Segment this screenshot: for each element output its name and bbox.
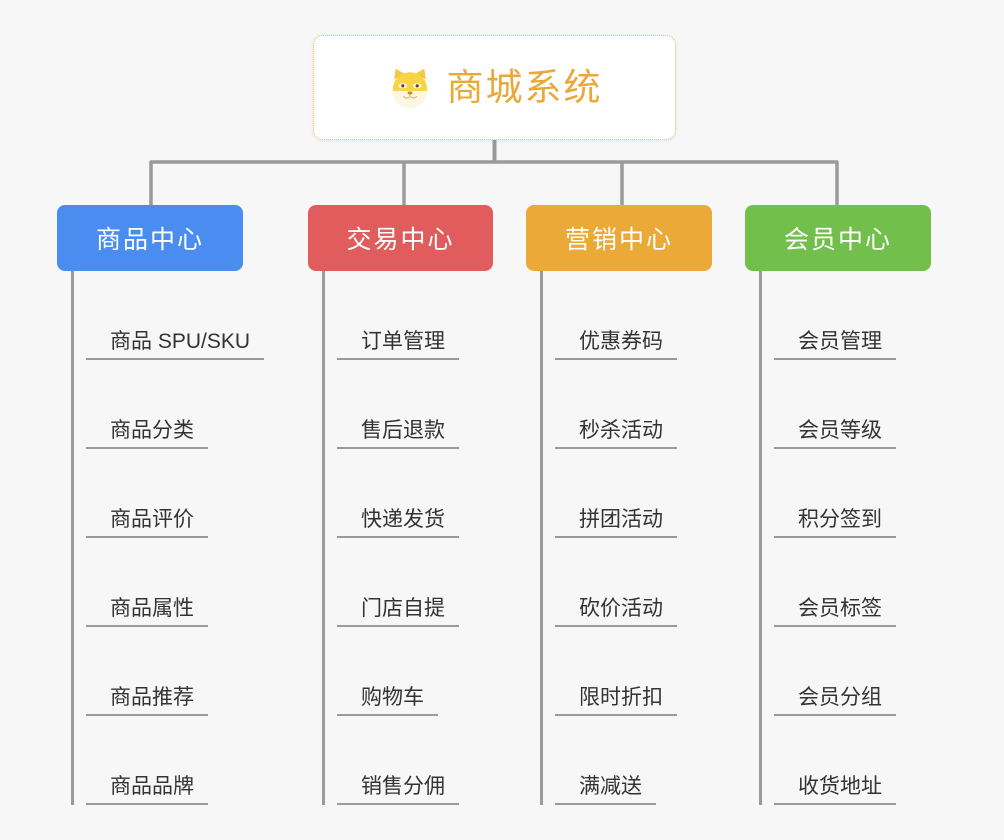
list-item[interactable]: 商品评价 bbox=[86, 449, 264, 538]
branch-header-member-center[interactable]: 会员中心 bbox=[745, 205, 931, 271]
list-item-label: 商品属性 bbox=[86, 597, 208, 627]
list-item-label: 积分签到 bbox=[774, 508, 896, 538]
list-item[interactable]: 砍价活动 bbox=[555, 538, 712, 627]
list-item[interactable]: 会员等级 bbox=[774, 360, 931, 449]
list-item-label: 收货地址 bbox=[774, 775, 896, 805]
list-item-label: 商品 SPU/SKU bbox=[86, 330, 265, 360]
list-item-label: 订单管理 bbox=[337, 330, 459, 360]
list-item[interactable]: 订单管理 bbox=[337, 271, 493, 360]
list-item-label: 商品推荐 bbox=[86, 686, 208, 716]
list-item[interactable]: 拼团活动 bbox=[555, 449, 712, 538]
list-item-label: 限时折扣 bbox=[555, 686, 677, 716]
branch-header-product-center[interactable]: 商品中心 bbox=[57, 205, 243, 271]
root-title: 商城系统 bbox=[446, 67, 603, 108]
list-item[interactable]: 商品 SPU/SKU bbox=[86, 271, 265, 360]
list-item[interactable]: 门店自提 bbox=[337, 538, 493, 627]
branch-item-list: 商品 SPU/SKU 商品分类 商品评价 商品属性 商品推荐 商品品牌 bbox=[71, 271, 265, 805]
list-item[interactable]: 商品品牌 bbox=[86, 716, 264, 805]
list-item-label: 会员管理 bbox=[774, 330, 896, 360]
list-item[interactable]: 秒杀活动 bbox=[555, 360, 712, 449]
branch-item-list: 订单管理 售后退款 快递发货 门店自提 购物车 销售分佣 bbox=[322, 271, 493, 805]
list-item-label: 会员分组 bbox=[774, 686, 896, 716]
list-item[interactable]: 销售分佣 bbox=[337, 716, 493, 805]
list-item[interactable]: 商品分类 bbox=[86, 360, 264, 449]
list-item-label: 会员等级 bbox=[774, 419, 896, 449]
list-item[interactable]: 会员分组 bbox=[774, 627, 931, 716]
branch-header-label: 营销中心 bbox=[564, 226, 673, 254]
shiba-dog-face-icon bbox=[392, 68, 427, 108]
list-item[interactable]: 快递发货 bbox=[337, 449, 493, 538]
list-item[interactable]: 会员标签 bbox=[774, 538, 931, 627]
branch-header-trade-center[interactable]: 交易中心 bbox=[308, 205, 493, 271]
list-item-label: 满减送 bbox=[555, 775, 656, 805]
list-item[interactable]: 商品属性 bbox=[86, 538, 264, 627]
list-item-label: 售后退款 bbox=[337, 419, 459, 449]
list-item-label: 商品分类 bbox=[86, 419, 208, 449]
branch-column-product-center: 商品中心 商品 SPU/SKU 商品分类 商品评价 商品属性 商品推荐 商品品牌 bbox=[57, 205, 265, 805]
branch-header-label: 商品中心 bbox=[95, 226, 204, 254]
list-item[interactable]: 商品推荐 bbox=[86, 627, 264, 716]
list-item-label: 商品评价 bbox=[86, 508, 208, 538]
list-item[interactable]: 会员管理 bbox=[774, 271, 931, 360]
list-item-label: 会员标签 bbox=[774, 597, 896, 627]
list-item-label: 拼团活动 bbox=[555, 508, 677, 538]
list-item[interactable]: 收货地址 bbox=[774, 716, 931, 805]
branch-header-label: 会员中心 bbox=[783, 226, 892, 254]
branch-header-marketing-center[interactable]: 营销中心 bbox=[526, 205, 712, 271]
list-item[interactable]: 积分签到 bbox=[774, 449, 931, 538]
branch-item-list: 优惠券码 秒杀活动 拼团活动 砍价活动 限时折扣 满减送 bbox=[540, 271, 712, 805]
list-item-label: 商品品牌 bbox=[86, 775, 208, 805]
list-item[interactable]: 购物车 bbox=[337, 627, 493, 716]
list-item-label: 快递发货 bbox=[337, 508, 459, 538]
list-item-label: 秒杀活动 bbox=[555, 419, 677, 449]
branch-item-list: 会员管理 会员等级 积分签到 会员标签 会员分组 收货地址 bbox=[759, 271, 931, 805]
branch-column-member-center: 会员中心 会员管理 会员等级 积分签到 会员标签 会员分组 收货地址 bbox=[745, 205, 931, 805]
list-item[interactable]: 售后退款 bbox=[337, 360, 493, 449]
list-item-label: 优惠券码 bbox=[555, 330, 677, 360]
list-item-label: 购物车 bbox=[337, 686, 438, 716]
list-item-label: 砍价活动 bbox=[555, 597, 677, 627]
list-item-label: 门店自提 bbox=[337, 597, 459, 627]
list-item[interactable]: 满减送 bbox=[555, 716, 712, 805]
list-item-label: 销售分佣 bbox=[337, 775, 459, 805]
list-item[interactable]: 限时折扣 bbox=[555, 627, 712, 716]
branch-column-marketing-center: 营销中心 优惠券码 秒杀活动 拼团活动 砍价活动 限时折扣 满减送 bbox=[526, 205, 712, 805]
branch-column-trade-center: 交易中心 订单管理 售后退款 快递发货 门店自提 购物车 销售分佣 bbox=[308, 205, 493, 805]
list-item[interactable]: 优惠券码 bbox=[555, 271, 712, 360]
root-node[interactable]: 商城系统 bbox=[313, 35, 676, 140]
branch-header-label: 交易中心 bbox=[346, 226, 455, 254]
